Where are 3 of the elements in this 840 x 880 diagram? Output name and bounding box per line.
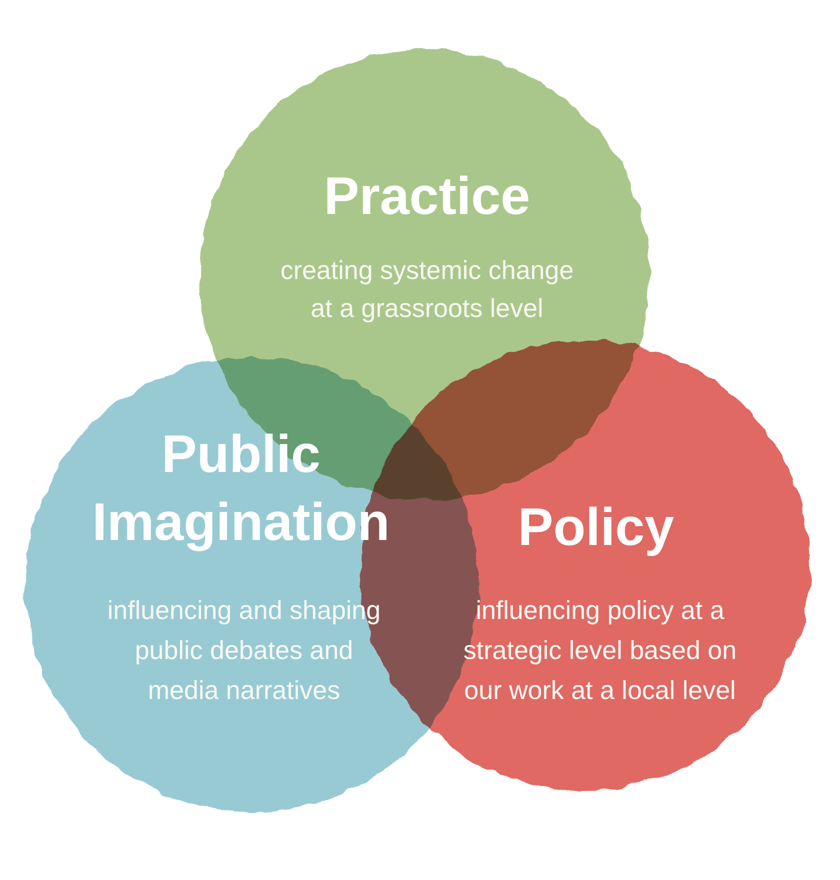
circle-description: creating systemic change at a grassroots level bbox=[279, 254, 575, 325]
circle-title: Policy bbox=[516, 497, 676, 559]
circle-title: Practice bbox=[322, 166, 532, 228]
